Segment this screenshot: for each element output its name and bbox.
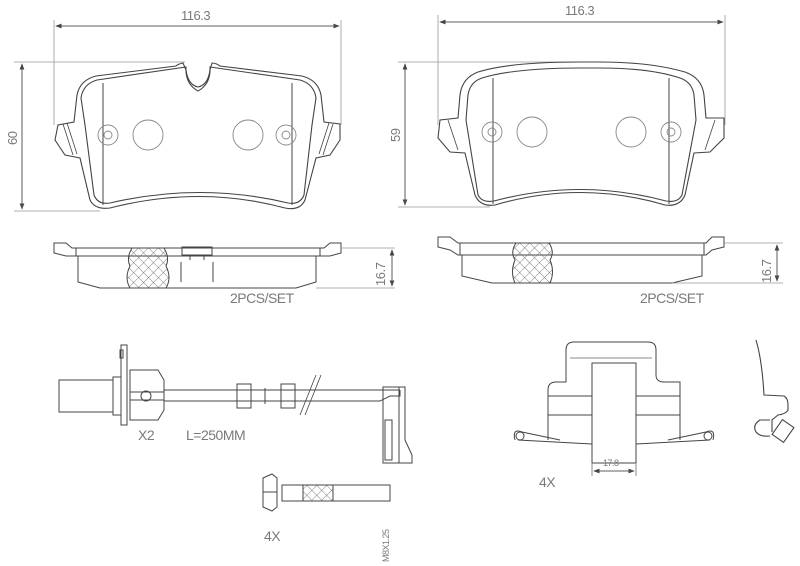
clip-quantity-label: 4X (539, 474, 556, 490)
rear-pad-width-dimension: 116.3 (565, 3, 595, 18)
spring-drawing (754, 339, 795, 444)
front-pad-height-dimension: 60 (5, 131, 20, 145)
rear-pad-height-dimension: 59 (388, 128, 403, 142)
rear-pad-holes (481, 116, 682, 148)
front-pad-holes (97, 119, 297, 151)
bolt-quantity-label: 4X (264, 528, 281, 544)
front-pad-thickness-dimension: 16.7 (373, 262, 388, 286)
front-pad-width-dimension: 116.3 (181, 8, 211, 23)
rear-pad-quantity-label: 2PCS/SET (640, 290, 704, 306)
rear-pad-side-view (437, 236, 783, 284)
clip-width-dimension: 17.8 (603, 458, 619, 468)
bolt-drawing (262, 473, 391, 512)
front-pad-quantity-label: 2PCS/SET (230, 290, 294, 306)
front-pad-face-view (14, 20, 342, 212)
rear-pad-face-view (398, 15, 726, 208)
wear-sensor-quantity-label: X2 (138, 427, 155, 443)
wear-sensor-drawing (58, 344, 413, 464)
bolt-thread-label: M8X1.25 (381, 529, 391, 562)
clip-drawing (513, 341, 715, 476)
rear-pad-thickness-dimension: 16.7 (759, 259, 774, 283)
wear-sensor-length-label: L=250MM (186, 427, 246, 443)
front-pad-side-view (53, 242, 395, 289)
